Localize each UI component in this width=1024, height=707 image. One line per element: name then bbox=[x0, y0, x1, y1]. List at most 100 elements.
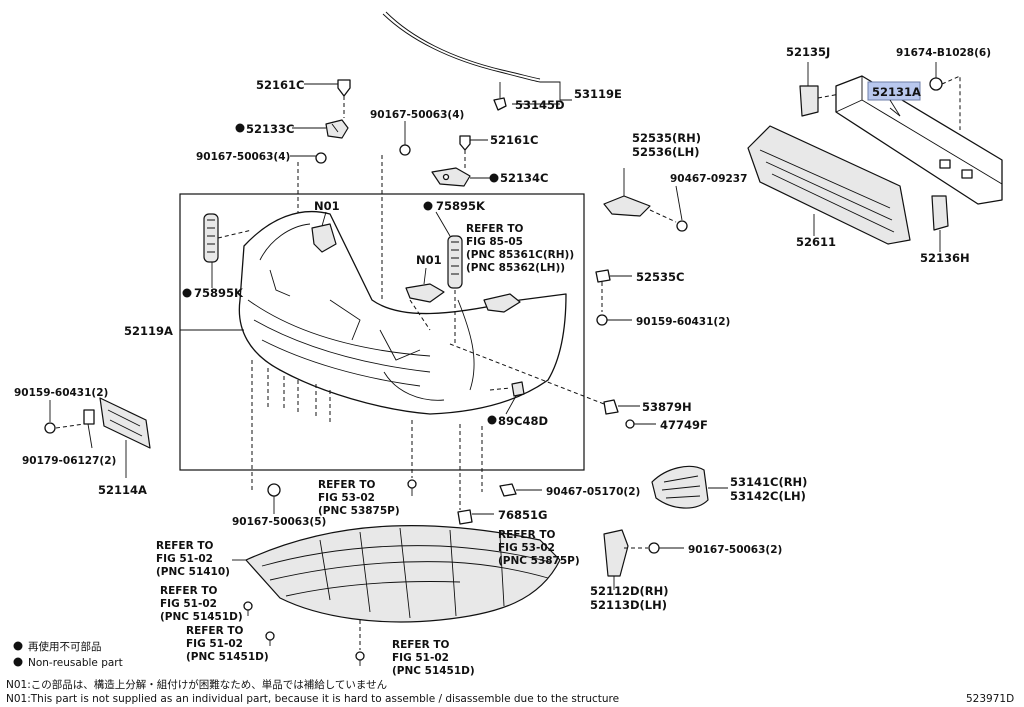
label-47749f: 47749F bbox=[660, 418, 708, 432]
label-90467-05170: 90467-05170(2) bbox=[546, 486, 640, 498]
label-90159-right: 90159-60431(2) bbox=[636, 316, 730, 328]
label-refer-51c: REFER TO bbox=[186, 625, 244, 637]
label-90467-09237: 90467-09237 bbox=[670, 173, 747, 185]
bolt-90167-left[interactable] bbox=[290, 152, 327, 164]
seal-53119e[interactable] bbox=[382, 11, 572, 105]
label-52136h: 52136H bbox=[920, 251, 970, 265]
legend-text-en: Non-reusable part bbox=[28, 657, 123, 669]
nonreusable-dot-75895k-b bbox=[182, 288, 192, 298]
label-52114a: 52114A bbox=[98, 483, 147, 497]
nut-91674[interactable] bbox=[929, 62, 943, 91]
label-pnc-51d: (PNC 51451D) bbox=[392, 665, 475, 677]
bracket-52535[interactable] bbox=[603, 168, 651, 217]
label-fig-51a: FIG 51-02 bbox=[156, 553, 213, 565]
footnote-n01-en: N01:This part is not supplied as an indi… bbox=[6, 693, 619, 705]
label-n01-a: N01 bbox=[314, 199, 340, 213]
label-76851g: 76851G bbox=[498, 508, 547, 522]
label-53879h: 53879H bbox=[642, 400, 692, 414]
part-n01-b[interactable] bbox=[405, 267, 445, 303]
label-refer-51b: REFER TO bbox=[160, 585, 218, 597]
diagram-id: 523971D bbox=[966, 693, 1014, 705]
label-fig-51b: FIG 51-02 bbox=[160, 598, 217, 610]
bolt-90159-right[interactable] bbox=[596, 314, 632, 326]
bracket-52112d[interactable] bbox=[603, 529, 629, 590]
reinforcement-52131a[interactable] bbox=[835, 75, 1003, 205]
label-53119e: 53119E bbox=[574, 87, 622, 101]
label-52535c: 52535C bbox=[636, 270, 684, 284]
legend-text-jp: 再使用不可部品 bbox=[28, 640, 102, 653]
bolt-90467-09237[interactable] bbox=[675, 185, 688, 232]
label-90167-4-left: 90167-50063(4) bbox=[196, 151, 290, 163]
screw-51451d-c[interactable] bbox=[355, 651, 365, 666]
label-53141c: 53141C(RH) bbox=[730, 475, 807, 489]
part-n01-a[interactable] bbox=[311, 211, 337, 253]
bracket-52133c[interactable] bbox=[292, 119, 349, 139]
clip-47749f[interactable] bbox=[625, 419, 656, 429]
screw-53875p-a[interactable] bbox=[407, 479, 417, 496]
screw-51451d-a[interactable] bbox=[243, 601, 253, 616]
clip-53145d[interactable] bbox=[493, 82, 507, 111]
label-90167-4-top: 90167-50063(4) bbox=[370, 109, 464, 121]
bolt-90159-left[interactable] bbox=[44, 400, 56, 434]
label-fig-51d: FIG 51-02 bbox=[392, 652, 449, 664]
label-fig-51c: FIG 51-02 bbox=[186, 638, 243, 650]
legend-dot-jp bbox=[13, 641, 23, 651]
label-90167-2: 90167-50063(2) bbox=[688, 544, 782, 556]
fog-cover-53141c[interactable] bbox=[651, 465, 728, 509]
label-52135j: 52135J bbox=[786, 45, 830, 59]
label-fig-53a: FIG 53-02 bbox=[318, 492, 375, 504]
label-refer-51a: REFER TO bbox=[156, 540, 214, 552]
label-52133c: 52133C bbox=[246, 122, 294, 136]
nonreusable-dot-89c48d bbox=[487, 415, 497, 425]
clip-52161c-mid[interactable] bbox=[459, 135, 488, 151]
bracket-near-85-05[interactable] bbox=[483, 293, 521, 313]
label-pnc-51c: (PNC 51451D) bbox=[186, 651, 269, 663]
label-52611: 52611 bbox=[796, 235, 836, 249]
label-52112d: 52112D(RH) bbox=[590, 584, 669, 598]
label-52131a: 52131A bbox=[872, 85, 921, 99]
nonreusable-dot-75895k-a bbox=[423, 201, 433, 211]
clip-52161c-top[interactable] bbox=[304, 79, 351, 97]
label-pnc-85362: (PNC 85362(LH)) bbox=[466, 262, 565, 274]
bolt-90167-top[interactable] bbox=[399, 121, 411, 156]
bracket-89c48d[interactable] bbox=[505, 381, 525, 415]
label-53145d: 53145D bbox=[515, 98, 565, 112]
bumper-cover-52119a[interactable] bbox=[180, 210, 567, 415]
footnote-n01-jp: N01:この部品は、構造上分解・組付けが困難なため、単品では補給していません bbox=[6, 678, 387, 691]
nut-90179[interactable] bbox=[83, 409, 95, 449]
label-pnc-53b: (PNC 53875P) bbox=[498, 555, 580, 567]
label-52536-lh: 52536(LH) bbox=[632, 145, 699, 159]
engine-undercover[interactable] bbox=[232, 525, 561, 623]
bracket-52114a[interactable] bbox=[99, 397, 151, 478]
label-refer-53b: REFER TO bbox=[498, 529, 556, 541]
clip-90467-05170[interactable] bbox=[499, 483, 542, 497]
label-refer-53a: REFER TO bbox=[318, 479, 376, 491]
ornament-75895k-left[interactable] bbox=[203, 213, 219, 288]
bolt-90167-lower-left[interactable] bbox=[267, 483, 281, 514]
absorber-52611[interactable] bbox=[747, 125, 911, 245]
label-pnc-51b: (PNC 51451D) bbox=[160, 611, 243, 623]
clip-53879h[interactable] bbox=[603, 399, 640, 415]
label-90159-left: 90159-60431(2) bbox=[14, 387, 108, 399]
highlight-52131a bbox=[867, 81, 921, 101]
bracket-52134c[interactable] bbox=[431, 167, 490, 187]
label-pnc-53a: (PNC 53875P) bbox=[318, 505, 400, 517]
clip-76851g[interactable] bbox=[457, 509, 494, 525]
label-refer-51d: REFER TO bbox=[392, 639, 450, 651]
bolt-90167-right[interactable] bbox=[648, 542, 684, 554]
label-52113d: 52113D(LH) bbox=[590, 598, 667, 612]
clip-52535c[interactable] bbox=[595, 269, 632, 283]
spacer-52136h[interactable] bbox=[931, 195, 949, 252]
spacer-52135j[interactable] bbox=[799, 62, 819, 117]
label-fig-85: FIG 85-05 bbox=[466, 236, 523, 248]
label-pnc-51a: (PNC 51410) bbox=[156, 566, 230, 578]
label-n01-b: N01 bbox=[416, 253, 442, 267]
legend-dot-en bbox=[13, 657, 23, 667]
label-refer-85: REFER TO bbox=[466, 223, 524, 235]
label-52161c-top: 52161C bbox=[256, 78, 304, 92]
ornament-75895k-mid[interactable] bbox=[435, 211, 463, 289]
label-90167-5: 90167-50063(5) bbox=[232, 516, 326, 528]
screw-51451d-b[interactable] bbox=[265, 631, 275, 646]
label-52535-rh: 52535(RH) bbox=[632, 131, 701, 145]
